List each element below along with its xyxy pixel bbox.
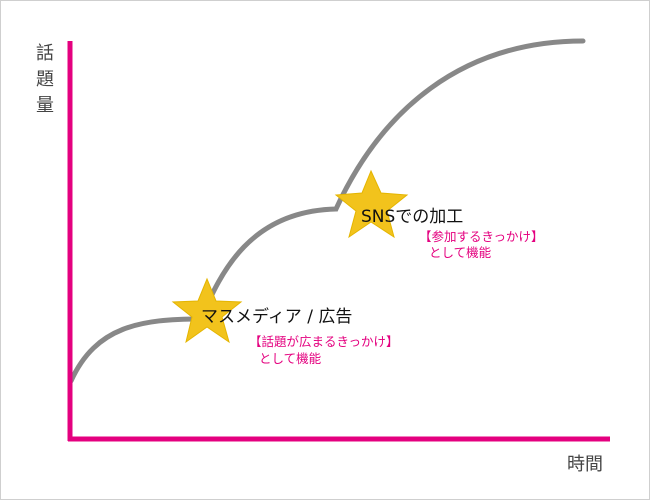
y-axis-label: 話題量	[36, 43, 54, 116]
star-icon	[171, 277, 243, 344]
milestone-title: マスメディア / 広告	[201, 307, 353, 327]
milestone-title: SNSでの加工	[361, 207, 464, 227]
milestone-suffix: として機能	[429, 245, 492, 260]
milestone-role: 【話題が広まるきっかけ】	[249, 334, 399, 349]
star-icon	[334, 169, 409, 239]
milestone-role: 【参加するきっかけ】	[419, 229, 544, 244]
x-axis-label: 時間	[567, 454, 603, 475]
growth-curve	[68, 38, 586, 384]
milestone-suffix: として機能	[259, 351, 322, 366]
